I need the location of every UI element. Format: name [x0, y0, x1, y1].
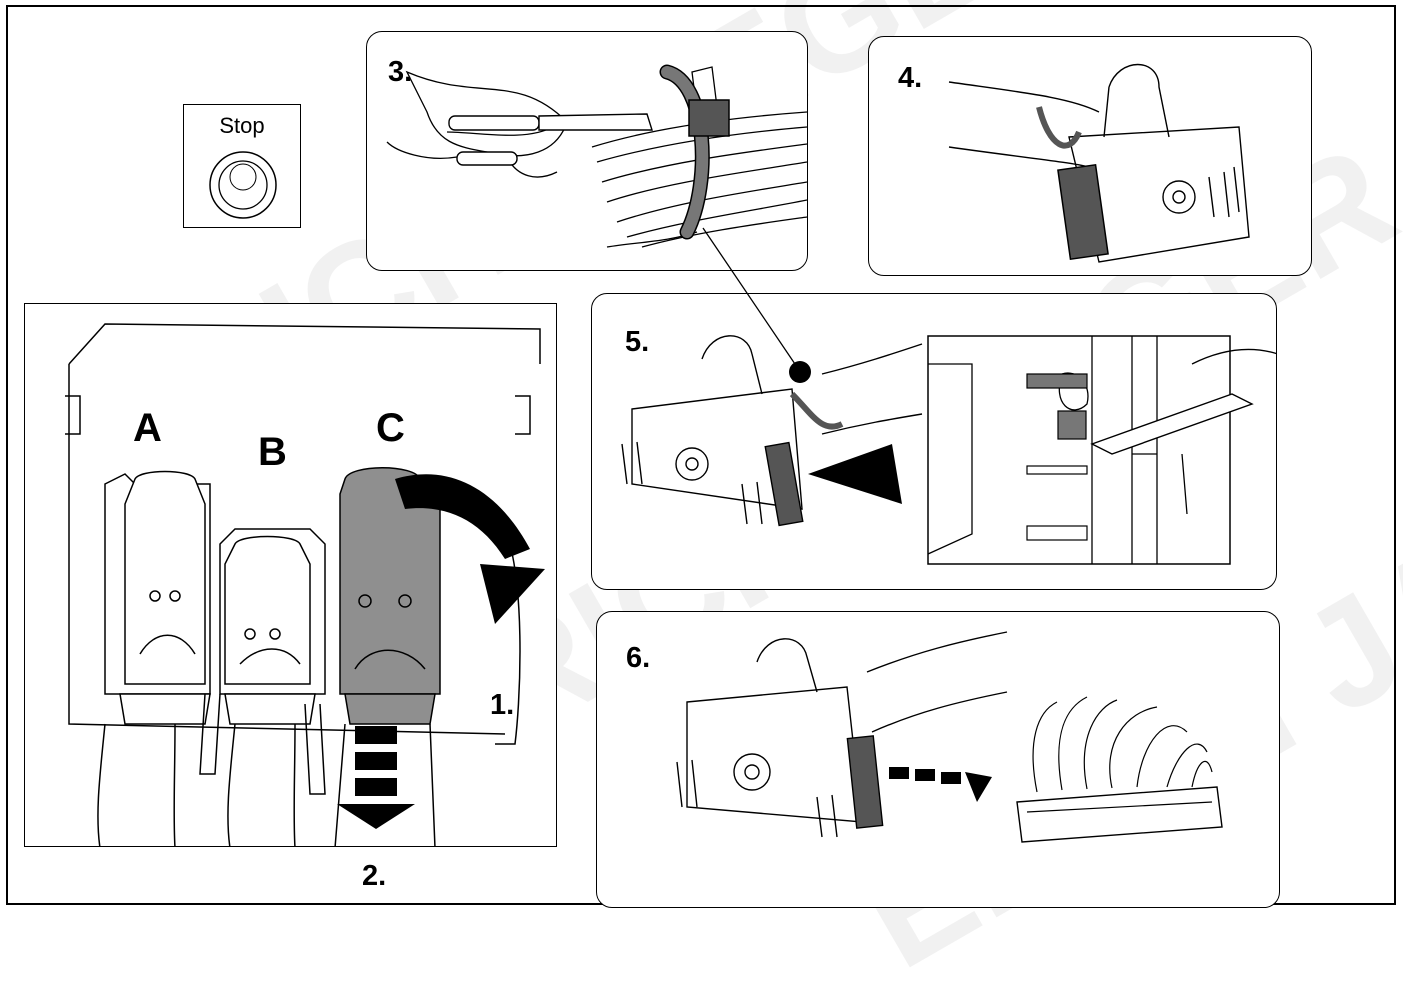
stop-button-icon	[184, 105, 301, 228]
release-latch-illustration	[592, 294, 1277, 590]
panel-step-3: 3.	[366, 31, 808, 271]
step-3-label: 3.	[388, 56, 412, 89]
step-4-label: 4.	[898, 62, 922, 95]
cutting-cable-tie-illustration	[367, 32, 808, 271]
step-2-label: 2.	[362, 860, 386, 893]
stop-panel: Stop	[183, 104, 301, 228]
step-1-label: 1.	[490, 689, 514, 722]
connector-b-label: B	[258, 430, 287, 475]
connector-block-illustration	[25, 304, 557, 847]
step-5-label: 5.	[625, 326, 649, 359]
panel-connectors: A B C 1.	[24, 303, 557, 847]
panel-step-4: 4.	[868, 36, 1312, 276]
panel-step-6: 6.	[596, 611, 1280, 908]
instruction-sheet: ERICH JAEGER ERICH JAEGER ERICH JAEGER S…	[0, 0, 1403, 910]
panel-step-5: 5.	[591, 293, 1277, 590]
connector-housing-push-illustration	[869, 37, 1312, 276]
step-6-label: 6.	[626, 642, 650, 675]
connector-c-label: C	[376, 406, 405, 451]
connector-a-label: A	[133, 406, 162, 451]
remove-connector-illustration	[597, 612, 1280, 908]
